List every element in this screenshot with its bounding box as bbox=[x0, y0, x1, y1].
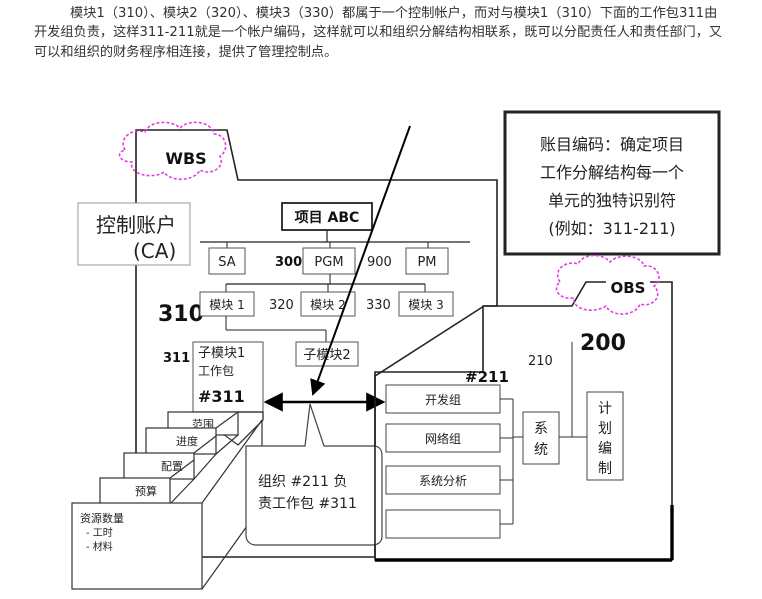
account-code-line1: 账目编码：确定项目 bbox=[540, 135, 684, 154]
sys-analysis-box bbox=[385, 465, 501, 495]
layer-budget-label: 预算 bbox=[135, 484, 157, 498]
obs-number-200: 200 bbox=[580, 331, 626, 356]
module2-label: 模块 2 bbox=[310, 298, 345, 312]
resources-item-hours: - 工时 bbox=[86, 527, 113, 539]
account-code-line4: (例如：311-211) bbox=[548, 219, 675, 238]
workpackage-box bbox=[192, 341, 264, 413]
wbs-cloud bbox=[118, 121, 227, 181]
pgm-number: 300 bbox=[275, 255, 302, 270]
module1-box bbox=[199, 291, 255, 317]
pm-label: PM bbox=[417, 255, 436, 270]
sys-analysis-label: 系统分析 bbox=[419, 474, 467, 488]
module3-box bbox=[398, 291, 454, 317]
empty-org-box bbox=[385, 509, 501, 539]
control-account-box bbox=[77, 202, 191, 266]
submodule2-box bbox=[295, 341, 359, 367]
resources-item-materials: - 材料 bbox=[86, 540, 113, 553]
system-label-1: 系 bbox=[534, 421, 548, 437]
project-abc-box bbox=[281, 202, 373, 231]
control-account-label: 控制账户 bbox=[96, 213, 176, 237]
org-code: #211 bbox=[465, 368, 509, 386]
layer-config-label: 配置 bbox=[161, 460, 183, 473]
number-311: 311 bbox=[163, 351, 190, 366]
sa-box bbox=[208, 247, 246, 275]
callout-line2: 责工作包 #311 bbox=[258, 496, 357, 512]
obs-cloud bbox=[555, 254, 660, 315]
wbs-number-310: 310 bbox=[158, 302, 204, 327]
system-box bbox=[522, 411, 560, 465]
module1-label: 模块 1 bbox=[209, 298, 244, 312]
module3-label: 模块 3 bbox=[408, 298, 443, 312]
resources-title: 资源数量 bbox=[80, 511, 124, 525]
workpackage-layers: 范围 进度 配置 预算 bbox=[71, 411, 264, 590]
intro-paragraph: 模块1（310）、模块2（320）、模块3（330）都属于一个控制帐户，而对与模… bbox=[34, 6, 723, 60]
number-320: 320 bbox=[269, 298, 294, 313]
plan-char-2: 划 bbox=[598, 421, 612, 437]
workpackage-label: 工作包 bbox=[198, 364, 234, 378]
pm-box bbox=[405, 247, 449, 275]
obs-label: OBS bbox=[611, 279, 646, 297]
account-code-pointer bbox=[310, 125, 411, 396]
account-code-line2: 工作分解结构每一个 bbox=[540, 163, 684, 182]
plan-char-3: 编 bbox=[598, 441, 612, 457]
dev-group-box bbox=[385, 384, 501, 414]
obs-number-210: 210 bbox=[528, 354, 553, 369]
submodule1-label: 子模块1 bbox=[198, 346, 245, 361]
account-code-line3: 单元的独特识别符 bbox=[548, 191, 676, 210]
plan-char-1: 计 bbox=[598, 401, 612, 417]
system-label-2: 统 bbox=[534, 442, 548, 458]
sa-label: SA bbox=[218, 255, 235, 270]
plan-char-4: 制 bbox=[598, 461, 612, 477]
number-330: 330 bbox=[366, 298, 391, 313]
project-abc-label: 项目 ABC bbox=[295, 210, 360, 226]
workpackage-code: #311 bbox=[198, 387, 245, 406]
pgm-label: PGM bbox=[314, 255, 343, 270]
layer-progress-label: 进度 bbox=[176, 434, 198, 448]
net-group-label: 网络组 bbox=[425, 431, 461, 446]
callout-line1: 组织 #211 负 bbox=[258, 474, 347, 490]
wbs-label: WBS bbox=[165, 149, 206, 168]
plan-box bbox=[586, 391, 624, 481]
control-account-abbrev: (CA) bbox=[133, 239, 176, 263]
dev-group-label: 开发组 bbox=[425, 392, 461, 407]
pgm-box bbox=[302, 247, 356, 275]
pm-number: 900 bbox=[367, 255, 392, 270]
account-code-box bbox=[503, 110, 721, 256]
